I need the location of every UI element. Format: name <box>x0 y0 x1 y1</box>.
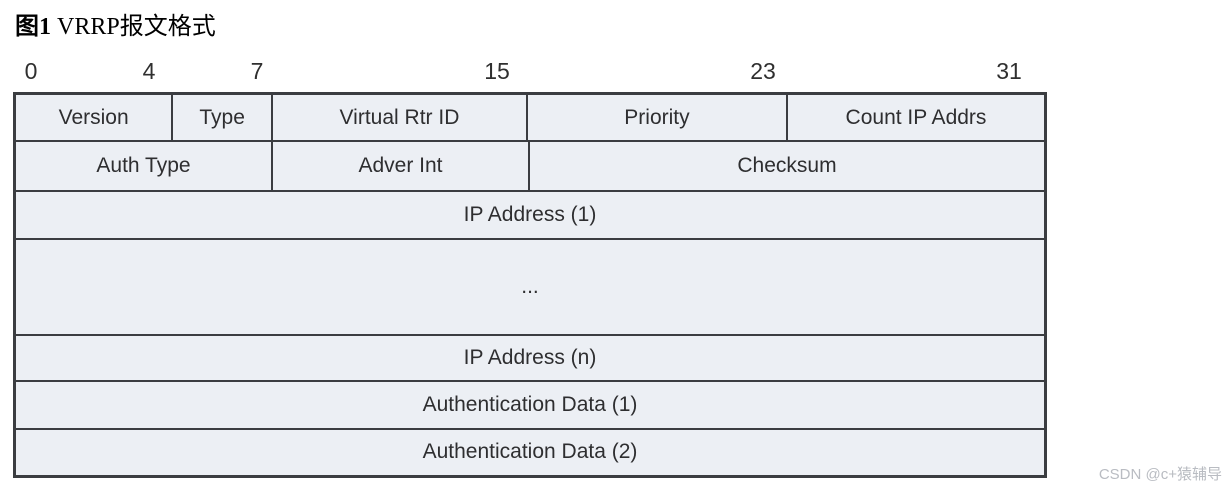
field-ip-address-1: IP Address (1) <box>463 203 597 227</box>
figure-caption: VRRP报文格式 <box>57 14 216 40</box>
bit-label-4: 4 <box>142 58 156 84</box>
field-authentication-data-2: Authentication Data (2) <box>422 440 638 464</box>
watermark: CSDN @c+猿辅导 <box>1098 466 1222 483</box>
field-auth-type: Auth Type <box>16 142 273 191</box>
bit-label-23: 23 <box>750 58 776 84</box>
field-count-ip-addrs: Count IP Addrs <box>845 105 987 129</box>
packet-row: Authentication Data (2) <box>16 430 1044 475</box>
field-version: Version <box>16 95 174 141</box>
packet-row: IP Address (n) <box>16 336 1044 382</box>
bit-label-0: 0 <box>24 58 38 84</box>
packet-row: Authentication Data (1) <box>16 382 1044 430</box>
field-priority: Priority <box>528 95 788 141</box>
field-type: Type <box>173 95 273 141</box>
field-authentication-data-1: Authentication Data (1) <box>422 392 638 416</box>
field-adver-int: Adver Int <box>273 142 530 191</box>
figure-number: 图1 <box>15 14 51 40</box>
field-checksum: Checksum <box>737 154 837 178</box>
bit-ruler: 0 4 7 15 23 31 <box>0 58 1224 90</box>
field-virtual-rtr-id: Virtual Rtr ID <box>273 95 528 141</box>
field-ip-address-n: IP Address (n) <box>463 345 597 369</box>
packet-row: IP Address (1) <box>16 192 1044 241</box>
bit-label-31: 31 <box>996 58 1022 84</box>
bit-label-15: 15 <box>484 58 510 84</box>
field-ellipsis: ... <box>521 274 539 298</box>
bit-label-7: 7 <box>250 58 264 84</box>
packet-row: ... <box>16 240 1044 336</box>
